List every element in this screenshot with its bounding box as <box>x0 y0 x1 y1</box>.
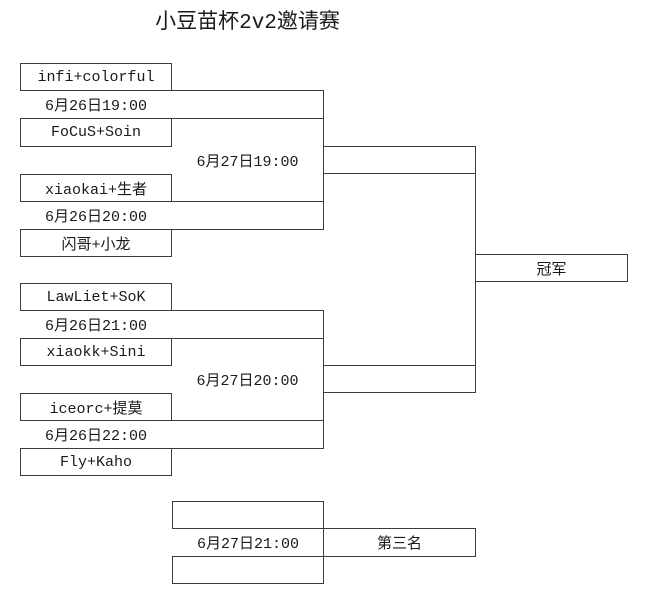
match2-team-b-box: 闪哥+小龙 <box>20 229 172 257</box>
match1-team-a-box: infi+colorful <box>20 63 172 91</box>
semifinal2-time-label: 6月27日20:00 <box>196 372 299 390</box>
semifinal2-winner-slot <box>323 365 476 393</box>
match3-time-strip: 6月26日21:00 <box>20 310 324 339</box>
match3-team-a-box: LawLiet+SoK <box>20 283 172 311</box>
match2-team-a-box: xiaokai+生者 <box>20 174 172 202</box>
match1-time-strip: 6月26日19:00 <box>20 90 324 119</box>
match1-time: 6月26日19:00 <box>44 98 147 115</box>
match4-team-a-box: iceorc+提莫 <box>20 393 172 421</box>
match4-time-strip: 6月26日22:00 <box>20 420 324 449</box>
semifinal1-winner-slot <box>323 146 476 174</box>
match1-team-b-box: FoCuS+Soin <box>20 118 172 147</box>
match2-time: 6月26日20:00 <box>44 209 147 226</box>
third-place-time-label: 6月27日21:00 <box>196 536 299 553</box>
third-place-box: 第三名 <box>323 528 476 557</box>
match4-team-b-box: Fly+Kaho <box>20 448 172 476</box>
third-place-slot-a-box <box>172 501 324 529</box>
semifinal1-time-label: 6月27日19:00 <box>196 153 299 171</box>
match3-team-b-box: xiaokk+Sini <box>20 338 172 366</box>
match2-time-strip: 6月26日20:00 <box>20 201 324 230</box>
champion-box: 冠军 <box>475 254 628 282</box>
match3-time: 6月26日21:00 <box>44 318 147 335</box>
third-place-slot-b-box <box>172 556 324 584</box>
page-title: 小豆苗杯2v2邀请赛 <box>155 12 340 35</box>
match4-time: 6月26日22:00 <box>44 428 147 445</box>
